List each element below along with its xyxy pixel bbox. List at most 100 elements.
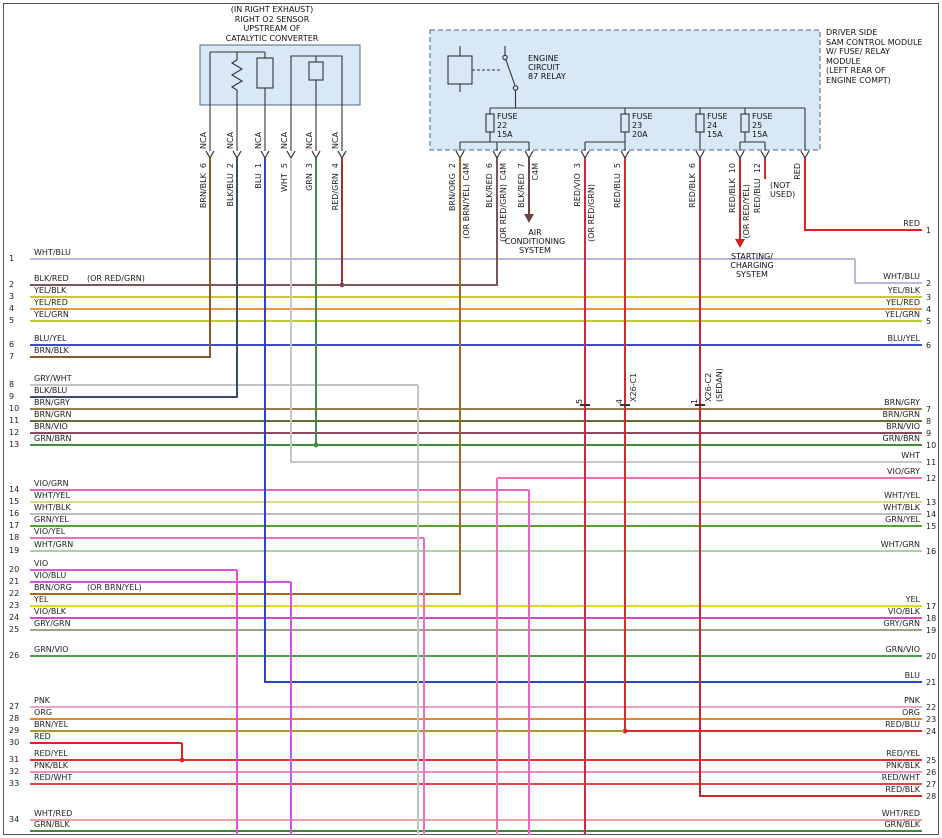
sam-module-caption: SAM CONTROL MODULE [826,37,923,47]
inline-connector-pin-number: 5 [575,398,584,404]
wire-label-left: BRN/YEL [34,720,69,729]
fuse-label: FUSE [497,112,518,121]
wire-pnk-blk [30,771,922,773]
wire-number-left: 4 [9,304,15,313]
wire-vertical [854,259,856,284]
inline-connector-sublabel: (SEDAN) [715,368,724,402]
wire-label-left: WHT/BLK [34,503,71,512]
o2-sensor-internals [209,51,343,151]
sam-module-caption: MODULE [826,56,861,66]
wire-vertical [459,158,461,595]
wire-vertical [423,538,425,835]
wire-number-right: 20 [926,652,937,661]
connector-pin-icon [524,150,534,160]
wire-brn-vio [30,432,922,434]
wire-number-right: 15 [926,522,937,531]
wire-red-blk [700,795,922,797]
wire-number-left: 6 [9,340,15,349]
relay-label: ENGINE [528,54,559,63]
fuse-label: FUSE [632,112,653,121]
wire-number-right: 24 [926,727,937,736]
wire-wht-blu [30,258,855,260]
wire-label-left-alt: (OR BRN/YEL) [87,583,142,592]
fuse-label: 25 [752,121,763,130]
wire-label-right: BRN/VIO [886,422,920,431]
wire-vertical [341,158,343,286]
wire-label-left: BLK/BLU [34,386,68,395]
wire-number-left: 34 [9,815,20,824]
wire-number-left: 8 [9,380,15,389]
wire-yel [30,605,922,607]
wire-number-right: 19 [926,626,937,635]
wire-label-left-alt: (OR RED/GRN) [87,274,145,283]
starting-charging-system-label: CHARGING [730,261,774,270]
wire-number-left: 30 [9,738,20,747]
wire-vertical [417,385,419,835]
sam-module-caption: ENGINE COMPT) [826,75,891,85]
connector-pin-icon [735,150,745,160]
inline-connector-label: X26-C2 [704,372,713,402]
sam-module-caption: DRIVER SIDE [826,28,878,37]
wire-vertical [236,570,238,835]
inline-connector-tick [620,404,630,406]
connector-pin-icon [337,150,347,160]
system-arrowhead [524,214,534,223]
wire-brn-grn [30,420,922,422]
connector-pin-icon [580,150,590,160]
wire-number-left: 23 [9,601,20,610]
wire-number-left: 7 [9,352,15,361]
module-wire-label: RED/BLK 10 [728,163,737,213]
wire-label-right: PNK [903,696,920,705]
wire-label-right: GRN/VIO [885,645,920,654]
wire-number-left: 5 [9,316,15,325]
wire-label-left: GRN/YEL [34,515,69,524]
wire-number-right: 2 [926,279,932,288]
air-conditioning-system-label: SYSTEM [519,246,551,255]
connector-pin-icon [260,150,270,160]
o2-cavity-label: NCA [331,131,340,149]
wire-vertical [699,158,701,797]
inline-connector-tick [695,404,705,406]
fuse-label: 15A [497,130,513,139]
wire-blu [265,681,922,683]
wire-pnk [30,706,922,708]
o2-wire-label: BLU 1 [254,163,263,189]
wire-number-left: 1 [9,254,15,263]
wire-number-right: 8 [926,417,932,426]
wire-number-left: 26 [9,651,20,660]
wire-number-left: 28 [9,714,20,723]
wire-yel-grn [30,320,922,322]
wire-number-right: 1 [926,226,932,235]
wire-label-left: GRN/BRN [34,434,72,443]
wire-number-left: 25 [9,625,20,634]
wire-label-right: GRN/BLK [884,820,920,829]
wire-number-left: 11 [9,416,20,425]
wire-red-yel [30,759,922,761]
o2-cavity-label: NCA [305,131,314,149]
diagram-frame [3,3,939,835]
module-wire-label-alt: (OR RED/YEL) [742,184,751,239]
wire-label-left: WHT/BLU [34,248,71,257]
wire-label-left: GRY/GRN [34,619,71,628]
wire-number-left: 20 [9,565,20,574]
wire-vertical [584,158,586,835]
o2-wire-label: WHT 5 [280,163,289,192]
wire-vertical [528,490,530,835]
connector-pin-icon [800,150,810,160]
fuse-25-wiring [739,108,766,151]
wire-number-right: 16 [926,547,937,556]
wire-label-right: GRN/BRN [882,434,920,443]
wire-label-right: YEL [905,595,920,604]
wire-label-left: GRY/WHT [34,374,72,383]
connector-pin-icon [311,150,321,160]
fuse-label: 15A [707,130,723,139]
wire-blu-yel [30,344,922,346]
wire-label-right: YEL/RED [886,298,920,307]
wire-gry-wht [30,384,418,386]
wire-yel-blk [30,296,922,298]
wire-vertical [290,582,292,835]
o2-sensor-caption: RIGHT O2 SENSOR [234,14,310,24]
fuse-23-wiring [584,108,626,151]
relay-label: CIRCUIT [528,63,560,72]
